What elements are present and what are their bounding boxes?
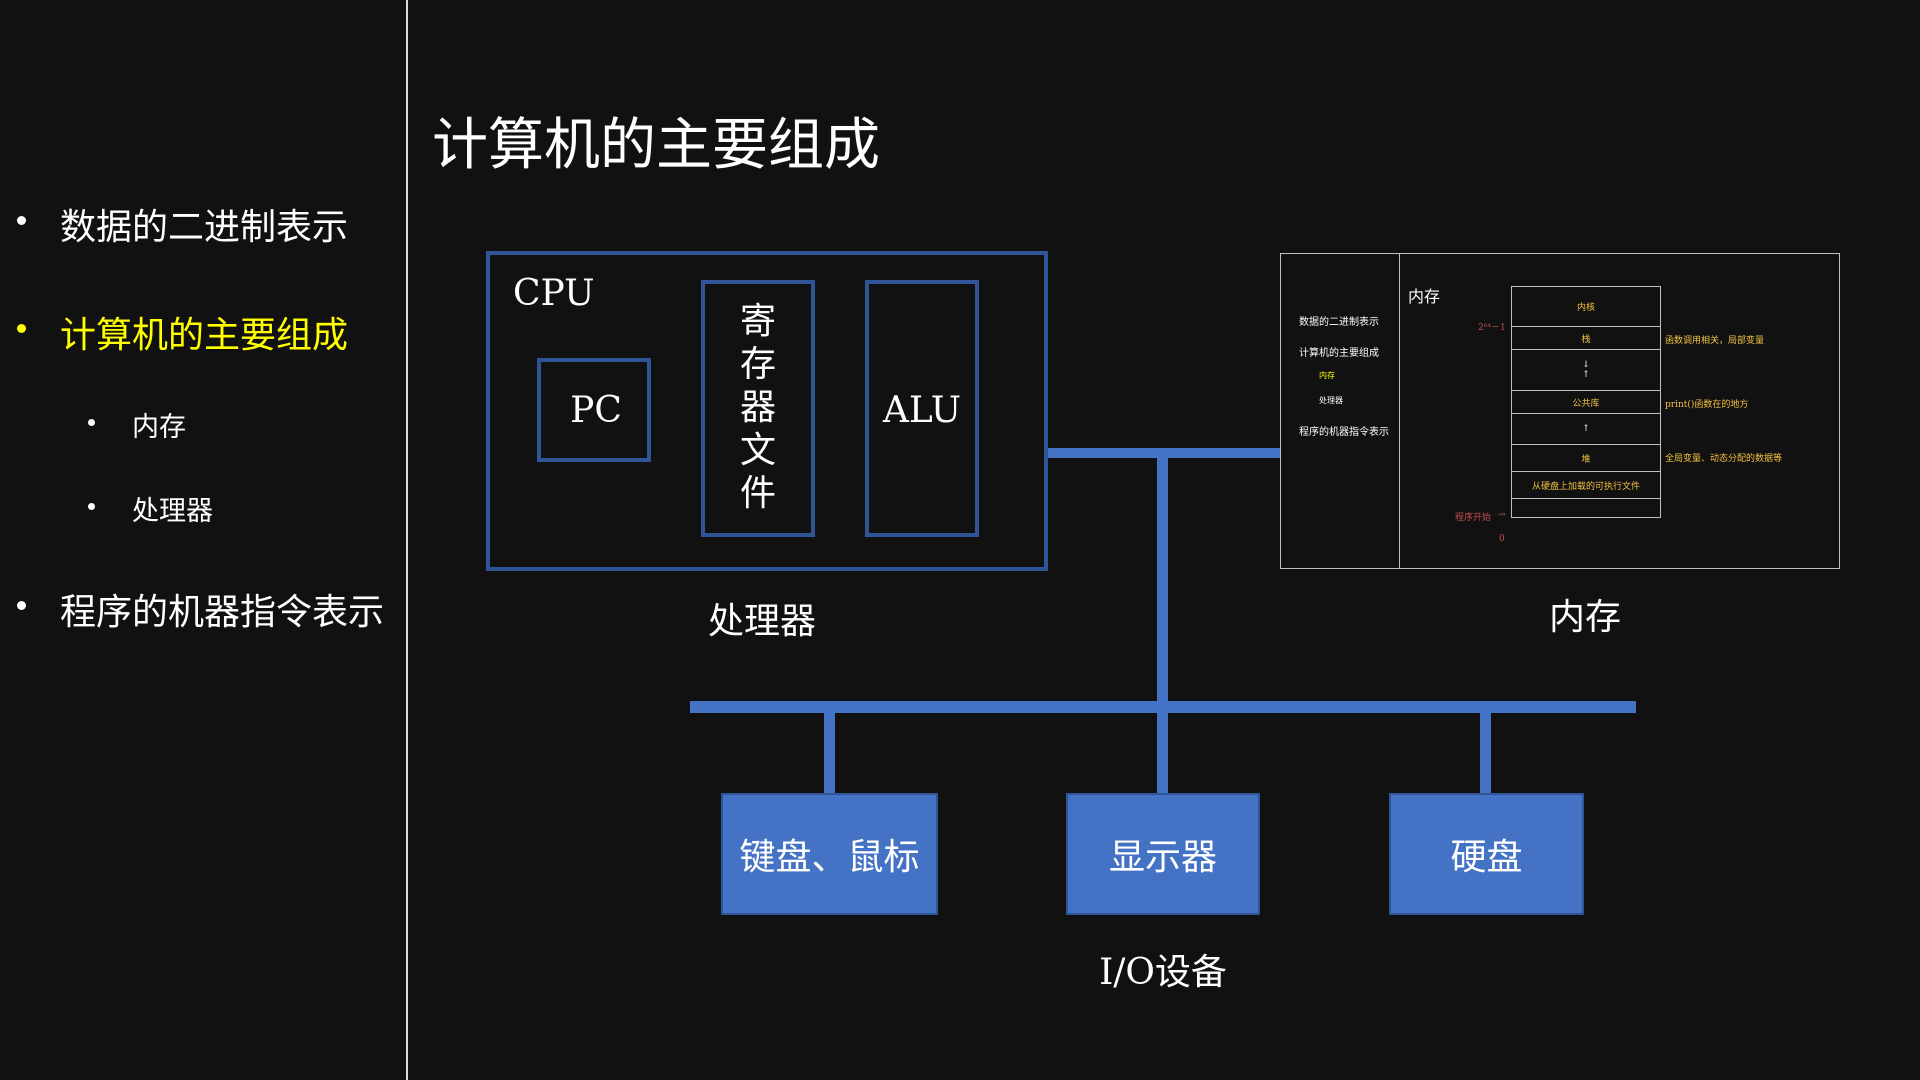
bullet-icon bbox=[17, 324, 26, 333]
thumb-cell-exec: 从硬盘上加载的可执行文件 bbox=[1511, 471, 1661, 499]
sidebar-item-label: 处理器 bbox=[132, 496, 213, 527]
thumb-cell-kernel: 内核 bbox=[1511, 286, 1661, 327]
thumb-start-arrow-icon: → bbox=[1498, 510, 1506, 520]
cpu-label: CPU bbox=[513, 273, 595, 314]
thumb-cell-gap2: ↑ bbox=[1511, 413, 1661, 445]
sidebar-item-label: 数据的二进制表示 bbox=[60, 207, 349, 248]
thumb-toc-item: 处理器 bbox=[1319, 396, 1343, 405]
thumb-top-address: 2⁶⁴－1 bbox=[1478, 323, 1506, 333]
pc-label: PC bbox=[570, 390, 622, 431]
cpu-box bbox=[486, 251, 1048, 571]
register-file-label: 寄 存 器 文 件 bbox=[739, 301, 776, 514]
thumb-note: 全局变量、动态分配的数据等 bbox=[1665, 454, 1783, 464]
sidebar-item-label: 计算机的主要组成 bbox=[60, 315, 349, 356]
sidebar-item-components[interactable]: 计算机的主要组成 bbox=[17, 306, 349, 358]
thumb-divider bbox=[1399, 254, 1400, 568]
bullet-icon bbox=[17, 601, 26, 610]
thumb-cell-lib: 公共库 bbox=[1511, 390, 1661, 414]
thumb-toc-item: 程序的机器指令表示 bbox=[1299, 427, 1389, 438]
pc-box bbox=[537, 358, 651, 462]
sidebar-item-memory[interactable]: 内存 bbox=[88, 405, 186, 444]
thumb-note: 函数调用相关，局部变量 bbox=[1665, 336, 1765, 346]
sidebar-item-label: 程序的机器指令表示 bbox=[60, 592, 385, 633]
keyboard-mouse-box: 键盘、鼠标 bbox=[721, 793, 938, 915]
io-caption: I/O设备 bbox=[1099, 952, 1227, 993]
bus-branch-disk bbox=[1480, 710, 1491, 795]
sidebar-divider bbox=[406, 0, 408, 1080]
thumb-toc-item: 数据的二进制表示 bbox=[1299, 317, 1379, 328]
sidebar-item-label: 内存 bbox=[132, 412, 186, 443]
system-bus bbox=[690, 701, 1636, 713]
bullet-icon bbox=[17, 216, 26, 225]
sidebar-item-binary[interactable]: 数据的二进制表示 bbox=[17, 198, 349, 250]
sidebar-item-instructions[interactable]: 程序的机器指令表示 bbox=[17, 583, 385, 635]
bus-branch-display bbox=[1157, 710, 1168, 795]
bullet-icon bbox=[88, 503, 95, 510]
bus-branch-keyboard bbox=[824, 710, 835, 795]
sidebar-item-processor[interactable]: 处理器 bbox=[88, 489, 213, 528]
alu-label: ALU bbox=[882, 390, 962, 431]
display-box: 显示器 bbox=[1066, 793, 1260, 915]
processor-caption: 处理器 bbox=[707, 601, 816, 642]
disk-box: 硬盘 bbox=[1389, 793, 1584, 915]
thumb-toc-item: 计算机的主要组成 bbox=[1299, 348, 1379, 359]
alu-box bbox=[865, 280, 979, 537]
page-title: 计算机的主要组成 bbox=[432, 113, 880, 178]
thumb-cell-bottom bbox=[1511, 498, 1661, 518]
thumb-start-label: 程序开始 bbox=[1455, 513, 1492, 523]
register-file-box bbox=[701, 280, 815, 537]
thumb-cell-gap: ↓↑ bbox=[1511, 349, 1661, 391]
vertical-bus bbox=[1157, 453, 1168, 709]
memory-thumbnail: 数据的二进制表示 计算机的主要组成 内存 处理器 程序的机器指令表示 内存 内核… bbox=[1280, 253, 1840, 569]
bullet-icon bbox=[88, 419, 95, 426]
thumb-cell-heap: 堆 bbox=[1511, 444, 1661, 472]
thumb-note: print()函数在的地方 bbox=[1665, 400, 1749, 410]
memory-caption: 内存 bbox=[1548, 597, 1621, 638]
thumb-toc-item: 内存 bbox=[1319, 371, 1335, 380]
thumb-title: 内存 bbox=[1408, 287, 1441, 306]
thumb-cell-stack: 栈 bbox=[1511, 326, 1661, 350]
thumb-zero: 0 bbox=[1499, 534, 1505, 544]
